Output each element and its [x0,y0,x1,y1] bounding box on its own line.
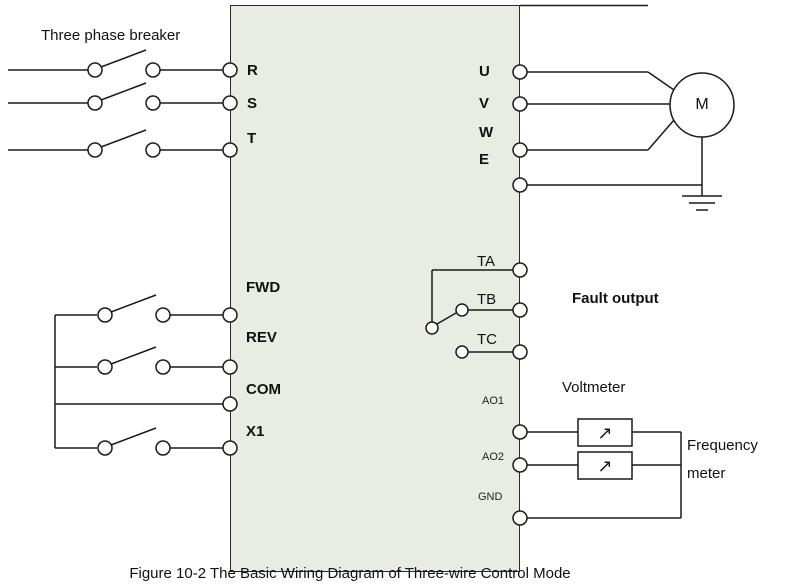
terminal-label-tb: TB [477,291,497,308]
terminal-w [512,142,528,158]
terminal-rev [222,359,238,375]
switch-blade [110,427,157,446]
terminal-label-fwd: FWD [246,279,281,296]
frequency-meter-label-line2: meter [687,465,726,482]
switch-node [87,142,103,158]
terminal-fwd [222,307,238,323]
switch-blade [110,346,157,365]
terminal-label-t: T [247,130,257,147]
terminal-label-tc: TC [477,331,497,348]
terminal-u [512,64,528,80]
voltmeter-label: Voltmeter [562,379,626,396]
switch-node [145,95,161,111]
relay-contact-node [455,303,469,317]
breaker-switch-t [8,129,223,158]
switch-node [97,359,113,375]
terminal-label-ao1: AO1 [482,395,505,407]
terminal-tb [512,302,528,318]
terminal-gnd [512,510,528,526]
terminal-t [222,142,238,158]
terminal-ao1 [512,424,528,440]
frequency-meter-needle-icon: ↗ [597,456,612,477]
terminal-v [512,96,528,112]
terminal-label-s: S [247,95,258,112]
motor-wiring [527,71,735,211]
switch-blade [100,129,147,148]
voltmeter-needle-icon: ↗ [597,423,612,444]
switch-node [97,440,113,456]
analog-wiring: ↗ ↗ [527,418,682,519]
terminal-label-w: W [479,124,494,141]
terminal-s [222,95,238,111]
fault-relay-wiring [425,269,513,359]
inverter-block [230,5,520,572]
breaker-switch-s [8,82,223,111]
three-phase-breaker-label: Three phase breaker [41,27,181,44]
terminal-label-gnd: GND [478,491,503,503]
switch-node [145,142,161,158]
wire [647,119,675,151]
switch-node [145,62,161,78]
switch-node [155,307,171,323]
control-wiring [54,294,223,456]
frequency-meter-label-line1: Frequency [687,437,758,454]
terminal-label-v: V [479,95,490,112]
switch-node [97,307,113,323]
switch-node [155,440,171,456]
terminal-label-x1: X1 [246,423,265,440]
terminal-r [222,62,238,78]
terminal-ao2 [512,457,528,473]
ground-icon [682,195,722,211]
relay-pivot-node [425,321,439,335]
switch-blade [110,294,157,313]
terminal-ta [512,262,528,278]
switch-blade [100,82,147,101]
motor-label: M [695,96,709,113]
relay-contact-node [455,345,469,359]
relay-blade [436,312,457,325]
fault-output-label: Fault output [572,290,659,307]
terminal-label-com: COM [246,381,281,398]
switch-node [87,62,103,78]
switch-blade [100,49,147,68]
switch-node [155,359,171,375]
terminal-tc [512,344,528,360]
terminal-label-rev: REV [246,329,277,346]
switch-node [87,95,103,111]
terminal-label-e: E [479,151,490,168]
terminal-e [512,177,528,193]
figure-caption: Figure 10-2 The Basic Wiring Diagram of … [129,565,571,582]
terminal-x1 [222,440,238,456]
terminal-label-ao2: AO2 [482,451,505,463]
terminal-label-u: U [479,63,490,80]
terminal-label-ta: TA [477,253,496,270]
terminal-com [222,396,238,412]
wire [647,71,675,91]
terminal-label-r: R [247,62,258,79]
breaker-switch-r [8,49,223,78]
